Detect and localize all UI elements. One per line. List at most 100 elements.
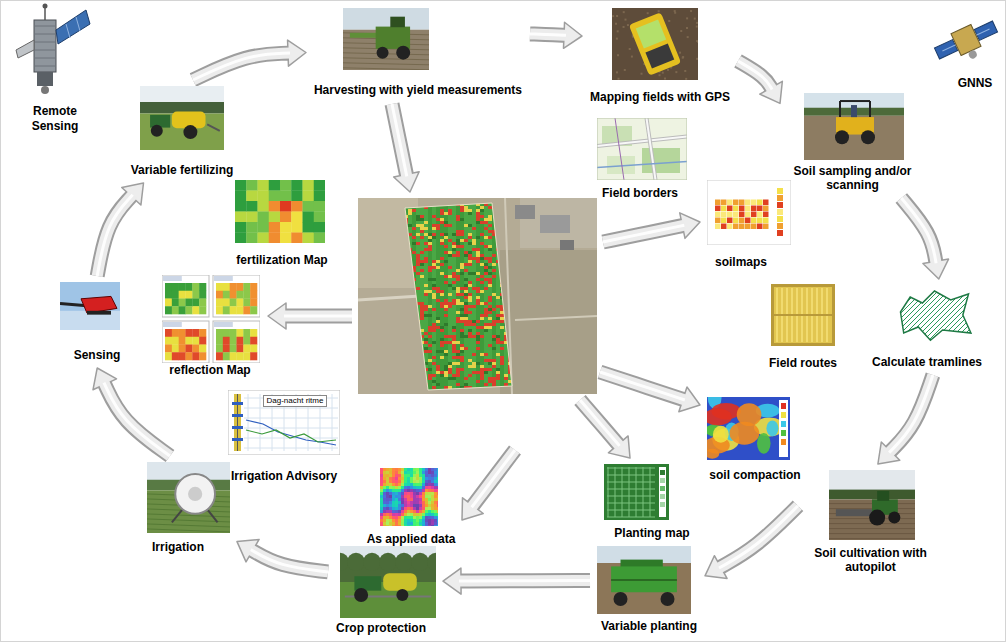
- illustration-shape: [424, 344, 428, 347]
- illustration-shape: [420, 251, 424, 254]
- illustration-shape: [400, 338, 404, 341]
- illustration-shape: [464, 383, 468, 386]
- illustration-shape: [420, 245, 424, 248]
- illustration-shape: [508, 329, 512, 332]
- illustration-shape: [404, 287, 408, 290]
- illustration-shape: [512, 257, 516, 260]
- illustration-shape: [460, 287, 464, 290]
- illustration-shape: [436, 278, 440, 281]
- illustration-shape: [424, 242, 428, 245]
- illustration-shape: [400, 305, 404, 308]
- illustration-shape: [460, 278, 464, 281]
- illustration-shape: [444, 317, 448, 320]
- illustration-shape: [408, 335, 412, 338]
- illustration-shape: [448, 230, 452, 233]
- illustration-shape: [400, 269, 404, 272]
- illustration-shape: [504, 287, 508, 290]
- illustration-shape: [436, 353, 440, 356]
- illustration-shape: [436, 239, 440, 242]
- illustration-shape: [484, 302, 488, 305]
- illustration-shape: [476, 293, 480, 296]
- illustration-shape: [496, 389, 500, 392]
- illustration-shape: [452, 380, 456, 383]
- illustration-shape: [440, 209, 444, 212]
- illustration-shape: [468, 260, 472, 263]
- illustration-shape: [420, 320, 424, 323]
- illustration-shape: [444, 293, 448, 296]
- illustration-shape: [416, 269, 420, 272]
- cycle-arrow: [530, 22, 582, 48]
- illustration-shape: [412, 362, 416, 365]
- illustration-shape: [408, 389, 412, 392]
- illustration-shape: [448, 368, 452, 371]
- illustration-shape: [500, 347, 504, 350]
- illustration-shape: [508, 209, 512, 212]
- illustration-shape: [480, 341, 484, 344]
- illustration-shape: [440, 269, 444, 272]
- illustration-shape: [512, 218, 516, 221]
- illustration-shape: [468, 374, 472, 377]
- illustration-shape: [408, 293, 412, 296]
- illustration-shape: [464, 296, 468, 299]
- illustration-shape: [480, 308, 484, 311]
- illustration-shape: [480, 305, 484, 308]
- illustration-shape: [436, 362, 440, 365]
- illustration-shape: [504, 284, 508, 287]
- illustration-line: [343, 58, 429, 60]
- illustration-shape: [476, 263, 480, 266]
- illustration-shape: [452, 377, 456, 380]
- illustration-shape: [436, 347, 440, 350]
- illustration-shape: [492, 305, 496, 308]
- illustration-shape: [464, 335, 468, 338]
- illustration-shape: [500, 212, 504, 215]
- illustration-shape: [440, 257, 444, 260]
- illustration-shape: [448, 344, 452, 347]
- illustration-shape: [452, 260, 456, 263]
- illustration-shape: [480, 257, 484, 260]
- illustration-shape: [460, 269, 464, 272]
- illustration-shape: [504, 278, 508, 281]
- illustration-shape: [472, 302, 476, 305]
- illustration-shape: [464, 275, 468, 278]
- illustration-shape: [512, 359, 516, 362]
- illustration-shape: [432, 311, 436, 314]
- illustration-shape: [476, 326, 480, 329]
- illustration-shape: [484, 296, 488, 299]
- illustration-shape: [452, 236, 456, 239]
- illustration-shape: [432, 284, 436, 287]
- illustration-shape: [512, 254, 516, 257]
- illustration-shape: [420, 335, 424, 338]
- illustration-shape: [436, 335, 440, 338]
- illustration-shape: [468, 299, 472, 302]
- illustration-shape: [444, 200, 448, 203]
- illustration-shape: [424, 230, 428, 233]
- illustration-line: [34, 66, 56, 67]
- illustration-shape: [480, 350, 484, 353]
- illustration-shape: [400, 365, 404, 368]
- illustration-shape: [488, 215, 492, 218]
- illustration-shape: [488, 227, 492, 230]
- illustration-shape: [412, 245, 416, 248]
- illustration-shape: [424, 281, 428, 284]
- illustration-shape: [404, 365, 408, 368]
- illustration-shape: [504, 296, 508, 299]
- illustration-shape: [456, 236, 460, 239]
- illustration-shape: [440, 329, 444, 332]
- illustration-shape: [484, 380, 488, 383]
- illustration-shape: [440, 338, 444, 341]
- illustration-shape: [484, 266, 488, 269]
- illustration-shape: [400, 290, 404, 293]
- illustration-shape: [496, 383, 500, 386]
- illustration-shape: [436, 371, 440, 374]
- illustration-shape: [440, 308, 444, 311]
- illustration-shape: [492, 269, 496, 272]
- illustration-shape: [504, 218, 508, 221]
- illustration-shape: [476, 374, 480, 377]
- illustration-shape: [484, 227, 488, 230]
- arrow-highlight: [530, 34, 566, 35]
- illustration-shape: [456, 257, 460, 260]
- illustration-shape: [500, 356, 504, 359]
- illustration-shape: [472, 212, 476, 215]
- illustration-shape: [460, 344, 464, 347]
- illustration-shape: [404, 284, 408, 287]
